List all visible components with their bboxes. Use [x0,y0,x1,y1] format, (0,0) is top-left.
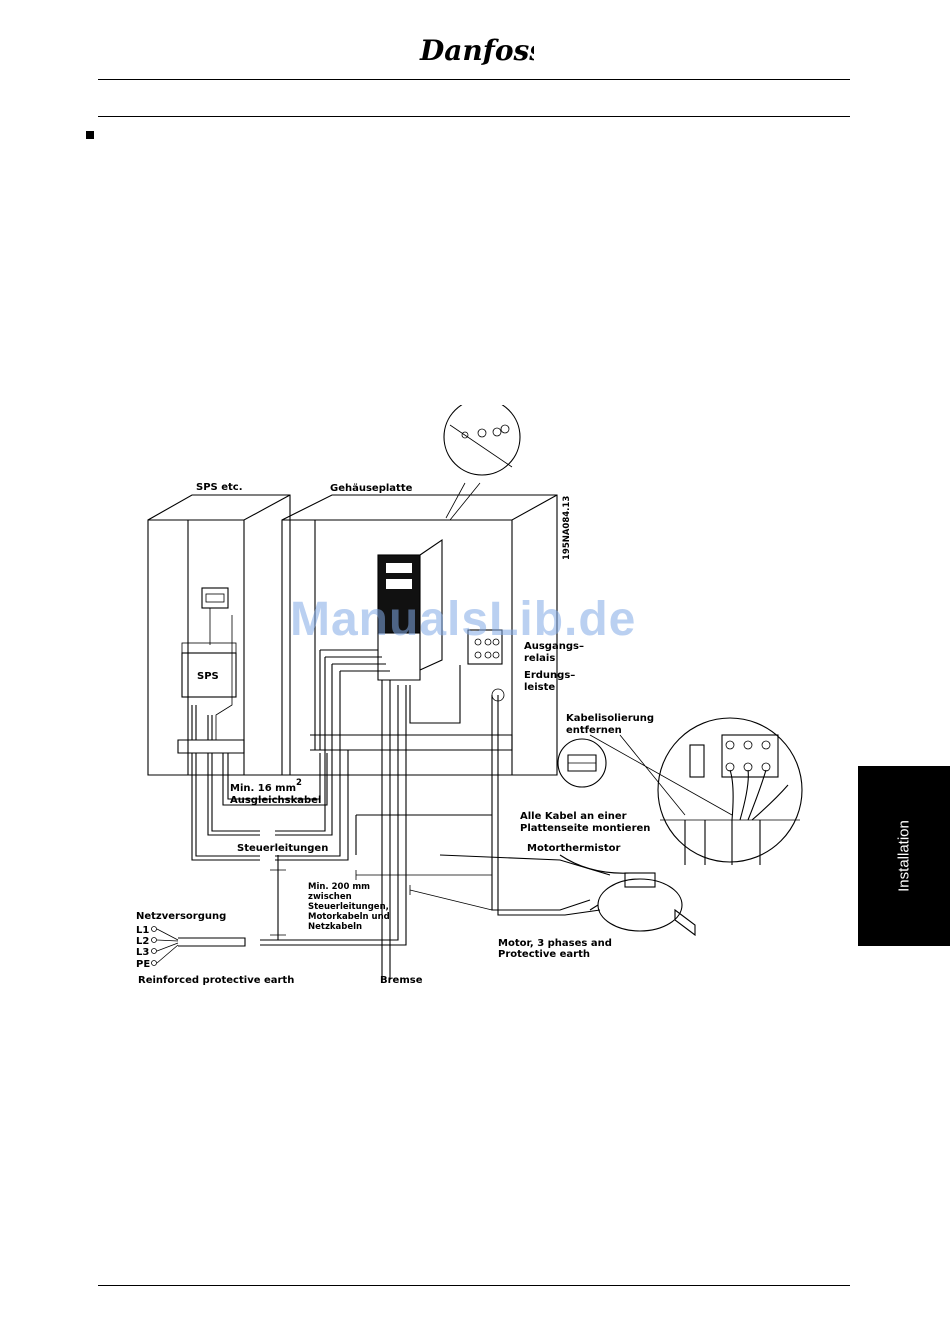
main-cabinet [281,494,558,776]
label-steuerleitungen: Steuerleitungen [237,843,328,854]
label-ausgangs-2: relais [524,653,555,664]
label-min200-3: Steuerleitungen, [308,902,389,912]
label-erdungs-2: leiste [524,682,555,693]
cable-runs [191,750,611,980]
cable-strip-detail [557,738,607,788]
label-bremse: Bremse [380,975,423,986]
label-min16-sup: 2 [296,778,302,788]
label-sps: SPS [197,671,219,682]
side-tab-label: Installation [895,820,913,892]
watermark: ManualsLib.de [290,593,637,646]
label-min200-4: Motorkabeln und [308,912,390,922]
motor [559,854,696,937]
danfoss-logo: Danfoss [419,34,534,67]
label-min16-1: Min. 16 mm [230,783,296,794]
label-l1: L1 [136,925,149,936]
label-erdungs-1: Erdungs– [524,670,575,681]
label-kabel-2: entfernen [566,725,622,736]
emc-installation-diagram: SPS etc. Gehäuseplatte 195NA084.13 SPS A… [136,405,803,986]
label-alle-1: Alle Kabel an einer [520,811,627,822]
section-bullet [86,131,94,139]
label-ausgangs-1: Ausgangs– [524,641,584,652]
label-kabel-1: Kabelisolierung [566,713,654,724]
header-rule-bottom [98,116,850,117]
terminal-detail [589,717,803,865]
label-motor-1: Motor, 3 phases and [498,938,612,949]
label-l2: L2 [136,936,149,947]
header-rule-top [98,79,850,80]
label-l3: L3 [136,947,149,958]
label-min200-5: Netzkabeln [308,922,362,932]
label-part-number: 195NA084.13 [562,496,572,560]
label-sps-etc: SPS etc. [196,482,243,493]
label-min16-2: Ausgleichskabel [230,795,321,806]
mains-input [151,926,246,966]
label-motorthermistor: Motorthermistor [527,843,620,854]
sps-cabinet [147,494,291,776]
label-reinforced: Reinforced protective earth [138,975,294,986]
label-motor-2: Protective earth [498,949,590,960]
label-min200-2: zwischen [308,892,352,902]
label-pe: PE [136,959,150,970]
brand-text: Danfoss [419,34,534,67]
section-side-tab: Installation [858,766,950,946]
washer-detail [443,405,521,521]
label-gehaeuseplatte: Gehäuseplatte [330,483,413,494]
label-alle-2: Plattenseite montieren [520,823,650,834]
footer-rule [98,1285,850,1286]
label-min200-1: Min. 200 mm [308,882,370,892]
label-netzversorgung: Netzversorgung [136,911,226,922]
